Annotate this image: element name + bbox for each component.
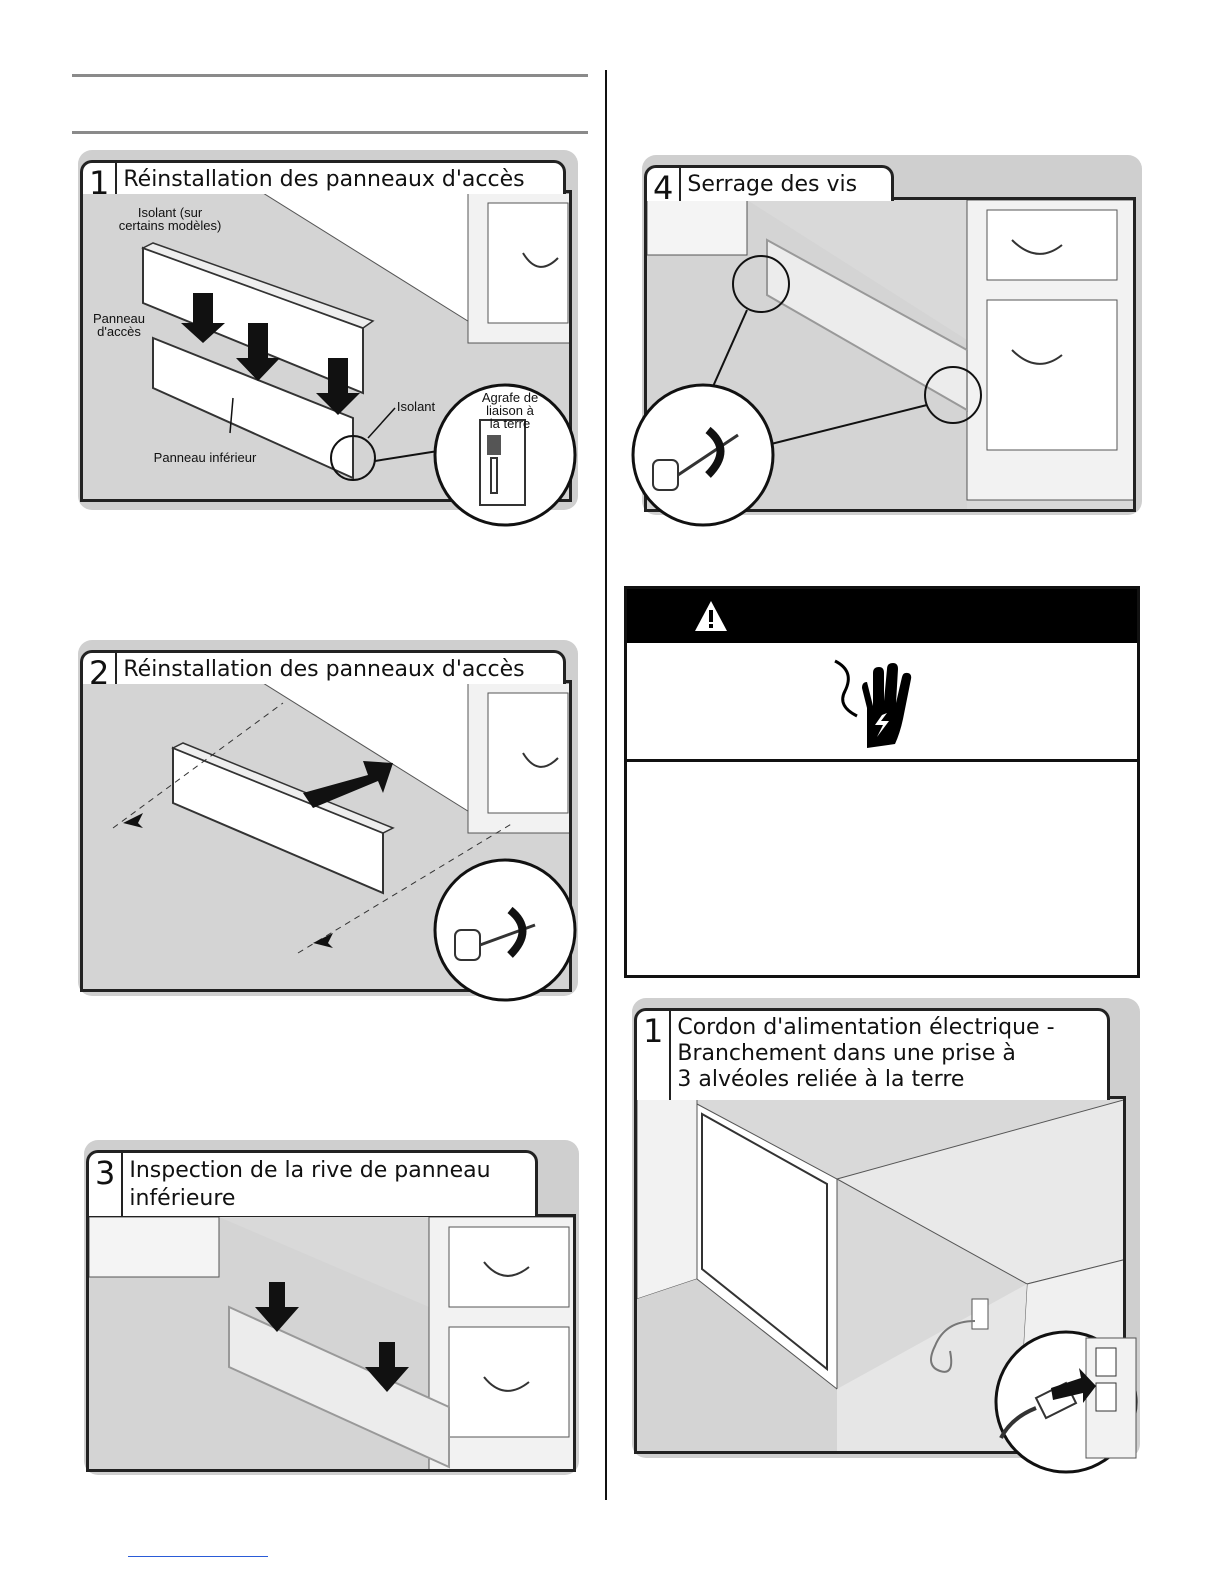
step-1-title: Réinstallation des panneaux d'accès [123, 167, 525, 192]
step-5-header: 1 Cordon d'alimentation électrique - Bra… [634, 1008, 1110, 1100]
step-5-title-line-2: Branchement dans une prise à [677, 1041, 1016, 1066]
step-3-illustration [86, 1214, 576, 1472]
step-5-title-line-1: Cordon d'alimentation électrique - [677, 1015, 1055, 1040]
step-3-title-line-2: inférieure [129, 1186, 236, 1211]
step-2-title: Réinstallation des panneaux d'accès [123, 657, 525, 682]
section-rule-top [72, 74, 588, 77]
step-5-figure: 1 Cordon d'alimentation électrique - Bra… [626, 998, 1146, 1478]
step-2-number: 2 [83, 653, 118, 689]
step-4-figure: 4 Serrage des vis [631, 155, 1146, 527]
step-1-number: 1 [83, 163, 118, 199]
ground-clip-zoom [433, 383, 577, 527]
step-5-title-line-3: 3 alvéoles reliée à la terre [677, 1067, 965, 1092]
step-3-title-line-1: Inspection de la rive de panneau [129, 1158, 491, 1183]
step-5-number: 1 [637, 1011, 672, 1100]
step-1-figure: 1 Réinstallation des panneaux d'accès Is… [70, 150, 580, 527]
callout-certains-modeles: certains modèles) [118, 218, 222, 233]
warning-icon-band [627, 643, 1137, 762]
step-1-header: 1 Réinstallation des panneaux d'accès [80, 160, 566, 199]
step-4-header: 4 Serrage des vis [644, 165, 894, 204]
step-3-figure: 3 Inspection de la rive de panneau infér… [78, 1140, 583, 1478]
column-divider [605, 70, 607, 1500]
warning-box [624, 586, 1140, 978]
callout-panneau-inferieur: Panneau inférieur [153, 450, 257, 465]
footer-link-underline [128, 1556, 268, 1557]
callout-terre: la terre [489, 416, 531, 431]
step-3-number: 3 [89, 1153, 124, 1216]
callout-d-acces: d'accès [97, 324, 141, 339]
step-4-number: 4 [647, 168, 682, 204]
step-2-header: 2 Réinstallation des panneaux d'accès [80, 650, 566, 689]
section-rule-bottom [72, 131, 588, 134]
callout-liaison: liaison à [486, 403, 534, 418]
screw-tighten-zoom [433, 858, 577, 1002]
plug-zoom [994, 1330, 1138, 1474]
step-3-header: 3 Inspection de la rive de panneau infér… [86, 1150, 538, 1216]
screw-tighten-zoom-4 [631, 383, 775, 527]
callout-agrafe: Agrafe de [481, 390, 539, 405]
callout-panneau: Panneau [92, 311, 146, 326]
callout-isolant: Isolant [396, 399, 436, 414]
step-2-figure: 2 Réinstallation des panneaux d'accès [70, 640, 580, 1008]
callout-isolant-sur: Isolant (sur [137, 205, 203, 220]
warning-header [627, 589, 1137, 643]
step-2-illustration [80, 680, 572, 992]
electric-shock-hand-icon [834, 659, 912, 748]
step-4-title: Serrage des vis [687, 172, 858, 197]
warning-triangle-icon [695, 601, 727, 631]
